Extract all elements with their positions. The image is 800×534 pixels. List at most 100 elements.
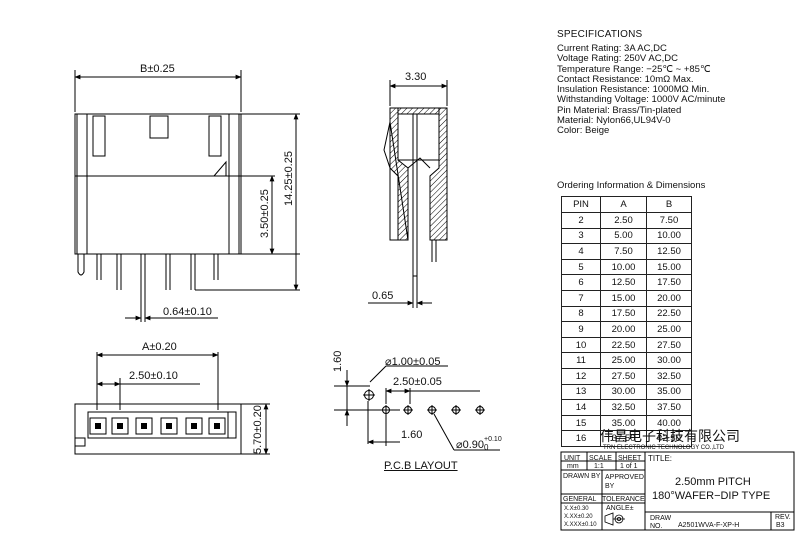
table-header-row: PIN A B (561, 196, 692, 213)
cell-b: 20.00 (646, 289, 692, 307)
cell-pin: 2 (561, 212, 601, 229)
dim-pin-width: 0.64±0.10 (163, 306, 212, 318)
title-block (560, 451, 795, 531)
dim-b: B±0.25 (140, 63, 175, 75)
pcb-hole-small-tol-plus: +0.10 (484, 436, 502, 443)
scale-label: SCALE (589, 455, 612, 462)
projection-symbol-icon (604, 512, 625, 526)
cell-pin: 8 (561, 305, 601, 323)
cell-b: 37.50 (646, 399, 692, 416)
specifications-list: Current Rating: 3A AC,DC Voltage Rating:… (557, 43, 726, 137)
cell-a: 25.00 (600, 352, 647, 369)
dim-side-depth: 3.30 (405, 71, 427, 83)
cell-pin: 4 (561, 243, 601, 260)
drawing-number: A2501WVA-F-XP-H (678, 522, 740, 529)
cell-a: 37.50 (600, 430, 647, 447)
cell-a: 27.50 (600, 367, 647, 385)
title-label: TITLE: (648, 454, 673, 463)
cell-b: 7.50 (646, 212, 692, 229)
pcb-hole-pitch: 2.50±0.05 (393, 376, 442, 388)
rev-value: B3 (776, 522, 785, 529)
cell-pin: 10 (561, 336, 601, 354)
general-label: GENERAL (563, 496, 597, 503)
front-view (74, 70, 300, 322)
spec-item: Current Rating: 3A AC,DC (557, 43, 667, 54)
cell-a: 32.50 (600, 399, 647, 416)
angle-label: ANGLE± (606, 505, 634, 512)
specifications-title: SPECIFICATIONS (557, 29, 643, 40)
pcb-hole-large-value: 1.00±0.05 (391, 356, 441, 368)
tolerance-1: X.X±0.30 (564, 506, 589, 512)
col-header-pin: PIN (561, 196, 601, 213)
dim-bottom-depth: 5.70±0.20 (252, 405, 264, 454)
cell-b: 17.50 (646, 274, 692, 291)
cell-pin: 9 (561, 321, 601, 338)
cell-b: 25.00 (646, 321, 692, 338)
title-line-2: 180°WAFER−DIP TYPE (652, 490, 771, 502)
cell-a: 10.00 (600, 258, 647, 276)
pcb-hole-large: ⌀1.00±0.05 (385, 356, 441, 368)
cell-a: 12.50 (600, 274, 647, 291)
dim-lower-height: 3.50±0.25 (259, 189, 271, 238)
approved-by-label: APPROVED BY (605, 474, 644, 490)
cell-pin: 5 (561, 258, 601, 276)
ordering-title: Ordering Information & Dimensions (557, 180, 706, 191)
cell-b: 10.00 (646, 227, 692, 245)
cell-a: 7.50 (600, 243, 647, 260)
cell-a: 30.00 (600, 383, 647, 401)
company-name-en: TRN ELECTRONIC TECHNOLOGY CO.,LTD (603, 445, 725, 451)
draw-label: DRAW (650, 515, 672, 522)
unit-value: mm (567, 463, 579, 470)
side-view (368, 80, 448, 308)
pcb-row-offset: 1.60 (332, 350, 344, 372)
cell-b: 35.00 (646, 383, 692, 401)
pcb-row-spacing: 1.60 (401, 429, 423, 441)
cell-pin: 3 (561, 227, 601, 245)
pcb-hole-small-value: 0.90 (462, 439, 485, 451)
spec-item: Material: Nylon66,UL94V-0 (557, 115, 671, 127)
cell-pin: 16 (561, 430, 601, 447)
sheet-value: 1 of 1 (620, 463, 638, 470)
cell-pin: 12 (561, 367, 601, 385)
cell-b: 40.00 (646, 414, 692, 432)
spec-item: Withstanding Voltage: 1000V AC/minute (557, 94, 726, 106)
cell-b: 30.00 (646, 352, 692, 369)
dim-pin-offset: 0.65 (372, 290, 394, 302)
tolerance-label: TOLERANCE (602, 496, 645, 503)
title-line-1: 2.50mm PITCH (675, 476, 751, 488)
cell-pin: 7 (561, 289, 601, 307)
bottom-view (74, 352, 270, 455)
unit-label: UNIT (564, 455, 581, 462)
cell-a: 2.50 (600, 212, 647, 229)
cell-pin: 11 (561, 352, 601, 369)
pcb-hole-small: ⌀0.900 (456, 439, 489, 452)
spec-item: Voltage Rating: 250V AC,DC (557, 53, 678, 65)
cell-a: 20.00 (600, 321, 647, 338)
cell-pin: 14 (561, 399, 601, 416)
cell-b: 42.50 (646, 430, 692, 447)
cell-pin: 13 (561, 383, 601, 401)
scale-value: 1:1 (594, 463, 604, 470)
cell-a: 5.00 (600, 227, 647, 245)
dim-a: A±0.20 (142, 341, 177, 353)
tolerance-2: X.XX±0.20 (564, 514, 593, 520)
col-header-a: A (600, 196, 647, 213)
spec-item: Insulation Resistance: 1000MΩ Min. (557, 84, 710, 96)
cell-a: 17.50 (600, 305, 647, 323)
cell-b: 27.50 (646, 336, 692, 354)
cell-b: 22.50 (646, 305, 692, 323)
no-label: NO. (650, 523, 663, 530)
